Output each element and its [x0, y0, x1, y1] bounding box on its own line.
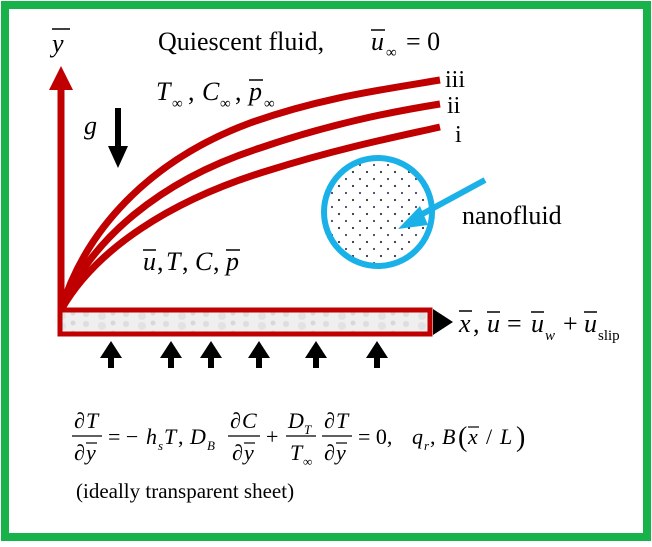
comma-6: , [473, 309, 480, 338]
b-subscript: B [207, 438, 215, 453]
suction-arrows [100, 341, 388, 368]
nanofluid-pointer-head [398, 206, 428, 229]
comma-8: , [430, 424, 436, 449]
c-inf-subscript: ∞ [220, 96, 231, 112]
frac3-num-D: D [287, 408, 304, 433]
frac1-num-T: T [86, 408, 100, 433]
eq-zero: = 0, [358, 424, 392, 449]
comma-4: , [182, 247, 189, 276]
frac4-num-d: ∂ [324, 408, 335, 433]
t-factor: T [164, 424, 178, 449]
quiescent-fluid-text: Quiescent fluid, [158, 27, 324, 56]
frac2-den-y: y [242, 440, 254, 465]
w-subscript: w [545, 328, 555, 344]
b-function: B [442, 424, 455, 449]
q-symbol: q [412, 424, 423, 449]
close-paren: ) [516, 422, 525, 453]
frac1-num-d: ∂ [74, 408, 85, 433]
up-arrow-2-shaft [168, 356, 174, 368]
p-var: p [224, 247, 239, 276]
curve-label-i: i [455, 122, 462, 148]
frac3-num-T-sub: T [304, 422, 312, 437]
l-symbol: L [499, 424, 512, 449]
slash: / [486, 424, 493, 449]
frac2-num-d: ∂ [230, 408, 241, 433]
frac2-den-d: ∂ [232, 440, 243, 465]
up-arrow-5-shaft [313, 356, 319, 368]
u-bar-symbol: u [487, 309, 500, 338]
x-arg: x [467, 424, 478, 449]
frac4-num-T: T [336, 408, 350, 433]
frac1-den-d: ∂ [74, 440, 85, 465]
h-symbol: h [146, 424, 157, 449]
p-inf-symbol: p [247, 77, 262, 106]
up-arrow-6-head [366, 341, 388, 358]
up-arrow-3-head [200, 341, 222, 358]
c-var: C [195, 247, 213, 276]
frac2-num-C: C [242, 408, 257, 433]
curve-ii [57, 100, 441, 312]
y-axis-label: y [49, 29, 64, 58]
r-subscript: r [424, 438, 430, 453]
curve-label-iii: iii [445, 67, 465, 93]
up-arrow-1-head [100, 341, 122, 358]
frac1-den-y: y [84, 440, 96, 465]
d-b-symbol: D [189, 424, 206, 449]
comma-3: , [157, 247, 164, 276]
comma-1: , [188, 77, 195, 106]
u-inf-symbol: u [371, 27, 384, 56]
s-subscript: s [158, 438, 163, 453]
p-inf-subscript: ∞ [264, 96, 275, 112]
u-var: u [143, 247, 156, 276]
x-axis-arrowhead [433, 309, 453, 335]
u-w-symbol: u [531, 309, 544, 338]
open-paren: ( [458, 422, 467, 453]
u-slip-symbol: u [584, 309, 597, 338]
curve-label-ii: ii [447, 93, 461, 119]
stretching-sheet [57, 307, 433, 337]
slip-subscript: slip [598, 328, 620, 344]
up-arrow-2-head [160, 341, 182, 358]
nanofluid-pointer-shaft [413, 177, 487, 221]
t-inf-symbol: T [156, 77, 172, 106]
sheet-note: (ideally transparent sheet) [76, 479, 294, 503]
gravity-arrowhead [108, 146, 128, 168]
equals-zero: = 0 [406, 27, 440, 56]
up-arrow-3-shaft [208, 356, 214, 368]
t-var: T [166, 247, 182, 276]
u-inf-subscript: ∞ [386, 45, 397, 61]
x-axis-label: x [458, 309, 471, 338]
comma-7: , [178, 424, 184, 449]
up-arrow-4-shaft [256, 356, 262, 368]
nanofluid-label: nanofluid [462, 201, 562, 230]
curve-iii [57, 76, 441, 312]
up-arrow-5-head [305, 341, 327, 358]
c-inf-symbol: C [202, 77, 220, 106]
frac4-den-y: y [334, 440, 346, 465]
up-arrow-4-head [248, 341, 270, 358]
y-axis-arrowhead [49, 66, 73, 90]
frac3-den-inf: ∞ [303, 454, 312, 469]
curve-i [57, 123, 441, 312]
eq-minus: = − [108, 424, 138, 449]
frac3-den-T: T [290, 440, 304, 465]
x-cond-equals: = [507, 309, 522, 338]
up-arrow-1-shaft [108, 356, 114, 368]
gravity-label: g [84, 111, 97, 140]
up-arrow-6-shaft [374, 356, 380, 368]
t-inf-subscript: ∞ [172, 96, 183, 112]
x-cond-plus: + [563, 309, 578, 338]
frac4-den-d: ∂ [324, 440, 335, 465]
comma-2: , [235, 77, 242, 106]
boundary-condition-equation: ∂ T ∂ y = − h s T , D B ∂ C ∂ y + D T T … [72, 408, 525, 469]
comma-5: , [213, 247, 220, 276]
eq-plus: + [266, 424, 278, 449]
